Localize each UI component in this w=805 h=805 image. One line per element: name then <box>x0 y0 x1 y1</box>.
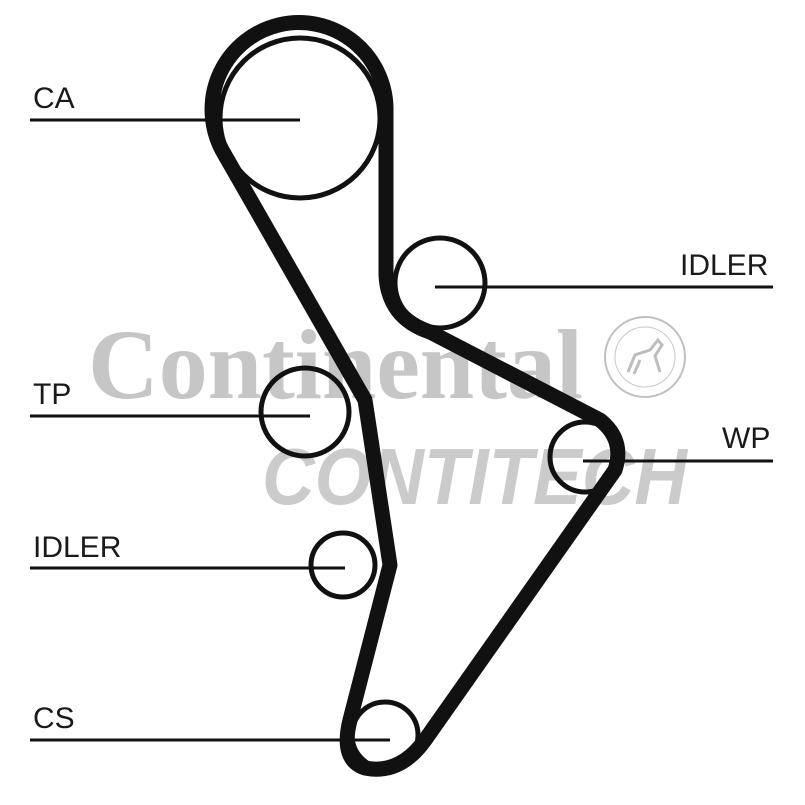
timing-belt <box>204 15 626 777</box>
label-idler-lower: IDLER <box>33 531 121 564</box>
label-cs: CS <box>33 702 75 735</box>
watermark-contitech: CONTITECH <box>262 432 689 521</box>
label-wp: WP <box>722 422 770 455</box>
pulley-tp <box>258 365 352 459</box>
label-tp: TP <box>33 378 71 411</box>
horse-seal-icon <box>604 316 686 398</box>
labels: CA IDLER TP WP IDLER CS <box>33 82 770 735</box>
leader-lines <box>30 118 773 742</box>
label-idler-upper: IDLER <box>680 249 768 282</box>
label-ca: CA <box>33 82 75 115</box>
pulley-idler-upper <box>392 235 488 331</box>
pulley-idler-lower <box>308 530 378 600</box>
